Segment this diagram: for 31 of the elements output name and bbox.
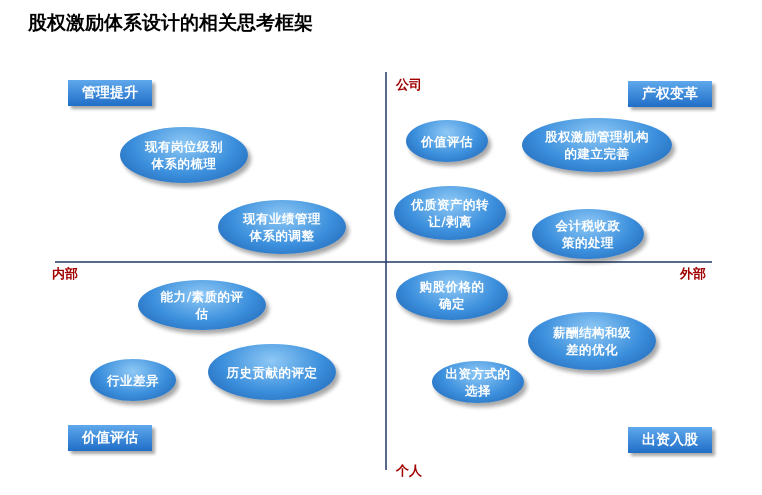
bubble-text: 能力/素质的评估 [160, 288, 244, 322]
quadrant-heading-box [68, 425, 152, 451]
quadrant-heading-box [628, 81, 712, 107]
bubble-text: 会计税收政策的处理 [554, 217, 622, 251]
quadrant-heading: 管理提升 [82, 84, 138, 102]
axis-label: 个人 [396, 463, 422, 480]
bubble-text: 薪酬结构和级差的优化 [552, 324, 632, 358]
bubble-text: 行业差异 [107, 372, 159, 388]
bubble-text: 现有业绩管理体系的调整 [242, 210, 322, 244]
oval-bubble [432, 361, 524, 403]
bubble-text: 现有岗位级别体系的梳理 [144, 138, 224, 172]
quadrant-heading-box [68, 80, 152, 106]
bubble-text: 历史贡献的评定 [226, 364, 318, 380]
oval-bubble [138, 280, 266, 330]
bubble-text: 购股价格的确定 [419, 278, 485, 312]
oval-bubble [90, 359, 176, 401]
axis-label: 外部 [680, 266, 706, 283]
bubble-text: 价值评估 [421, 132, 473, 150]
oval-bubble [532, 209, 644, 259]
axis-label: 公司 [396, 77, 422, 94]
quadrant-heading: 产权变革 [642, 86, 698, 102]
bubble-text: 优质资产的转让/剥离 [410, 196, 490, 230]
oval-bubble [406, 120, 488, 162]
bubble-text: 股权激励管理机构的建立完善 [544, 128, 650, 162]
diagram-title: 股权激励体系设计的相关思考框架 [28, 11, 313, 36]
bubble-text: 出资方式的选择 [445, 365, 511, 399]
quadrant-heading-box [628, 427, 712, 453]
axis-label: 内部 [52, 266, 78, 283]
oval-bubble [396, 270, 508, 320]
quadrant-heading: 价值评估 [82, 430, 138, 446]
quadrant-heading: 出资入股 [642, 432, 698, 448]
